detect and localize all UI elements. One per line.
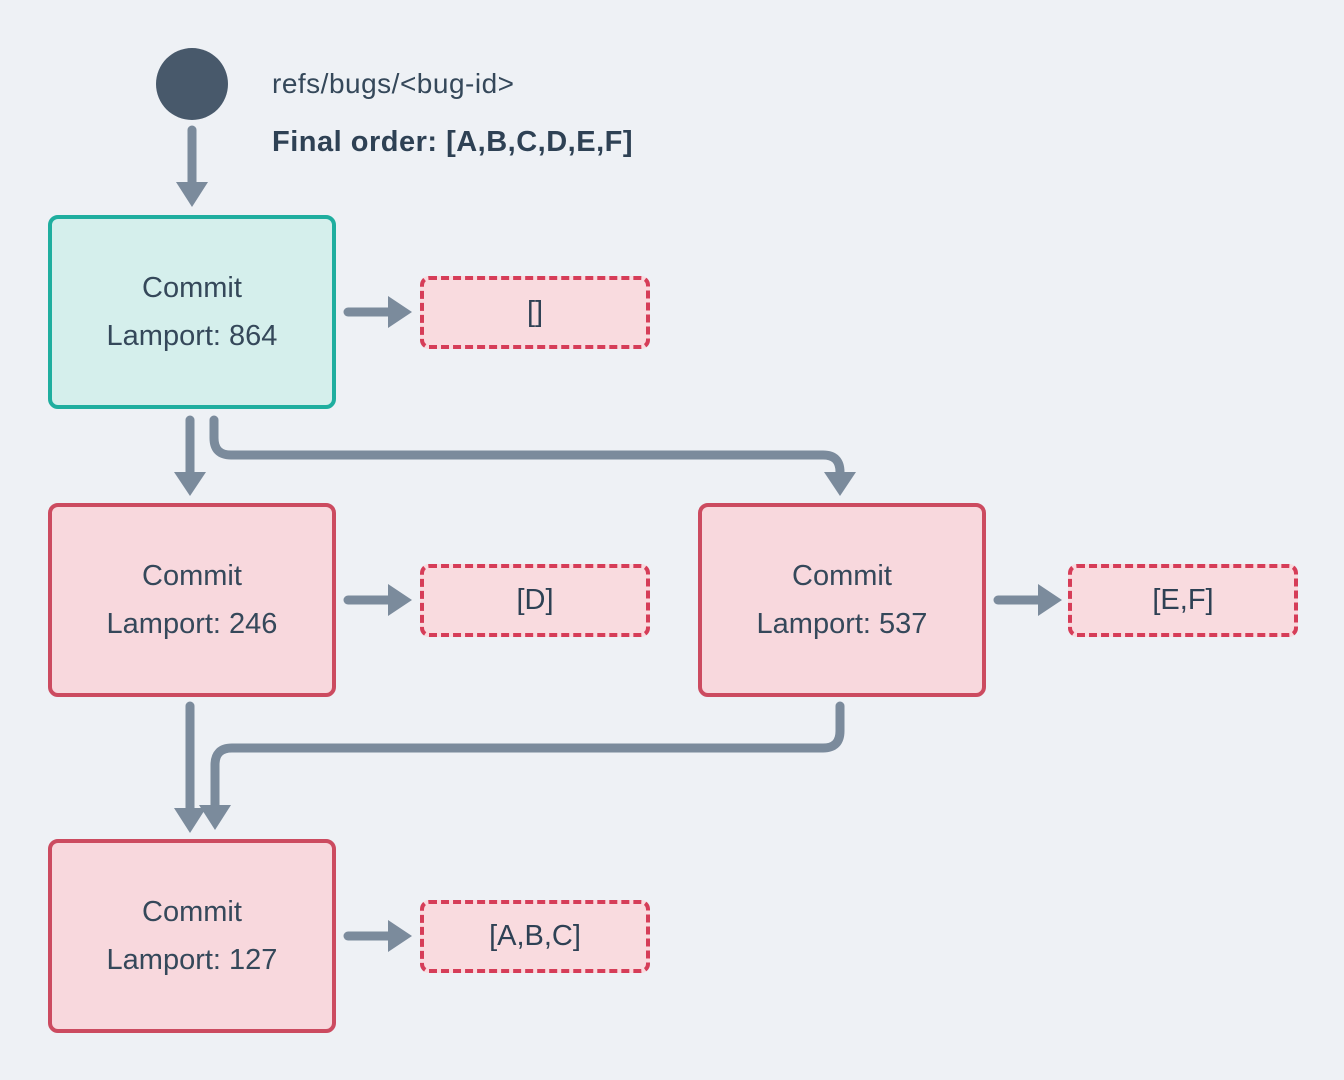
commit-node-127: Commit Lamport: 127 bbox=[48, 839, 336, 1033]
arrow-commit-864-to-537 bbox=[209, 415, 856, 496]
final-order-label: Final order: [A,B,C,D,E,F] bbox=[272, 126, 633, 158]
payload-label: [E,F] bbox=[1152, 584, 1214, 616]
arrow-commit-246-to-127 bbox=[174, 701, 206, 833]
payload-box-864: [] bbox=[420, 276, 650, 349]
payload-box-246: [D] bbox=[420, 564, 650, 637]
payload-label: [] bbox=[526, 296, 544, 328]
commit-title: Commit bbox=[142, 272, 242, 304]
arrow-ref-to-commit-864 bbox=[176, 125, 208, 207]
commit-title: Commit bbox=[792, 560, 892, 592]
payload-box-537: [E,F] bbox=[1068, 564, 1298, 637]
commit-node-246: Commit Lamport: 246 bbox=[48, 503, 336, 697]
arrow-commit-864-to-payload bbox=[343, 296, 412, 328]
arrow-commit-246-to-payload bbox=[343, 584, 412, 616]
arrow-commit-864-to-246 bbox=[174, 415, 206, 496]
commit-lamport-label: Lamport: 246 bbox=[106, 608, 278, 640]
commit-lamport-label: Lamport: 127 bbox=[106, 944, 278, 976]
commit-title: Commit bbox=[142, 896, 242, 928]
payload-label: [A,B,C] bbox=[489, 920, 581, 952]
ref-name-label: refs/bugs/<bug-id> bbox=[272, 68, 515, 99]
commit-lamport-label: Lamport: 537 bbox=[756, 608, 928, 640]
commit-lamport-label: Lamport: 864 bbox=[106, 320, 278, 352]
commit-node-864: Commit Lamport: 864 bbox=[48, 215, 336, 409]
commit-node-537: Commit Lamport: 537 bbox=[698, 503, 986, 697]
arrow-commit-127-to-payload bbox=[343, 920, 412, 952]
payload-box-127: [A,B,C] bbox=[420, 900, 650, 973]
payload-label: [D] bbox=[516, 584, 554, 616]
ref-circle-icon bbox=[156, 48, 228, 120]
arrow-commit-537-to-payload bbox=[993, 584, 1062, 616]
arrow-commit-537-to-127 bbox=[199, 701, 845, 830]
commit-title: Commit bbox=[142, 560, 242, 592]
